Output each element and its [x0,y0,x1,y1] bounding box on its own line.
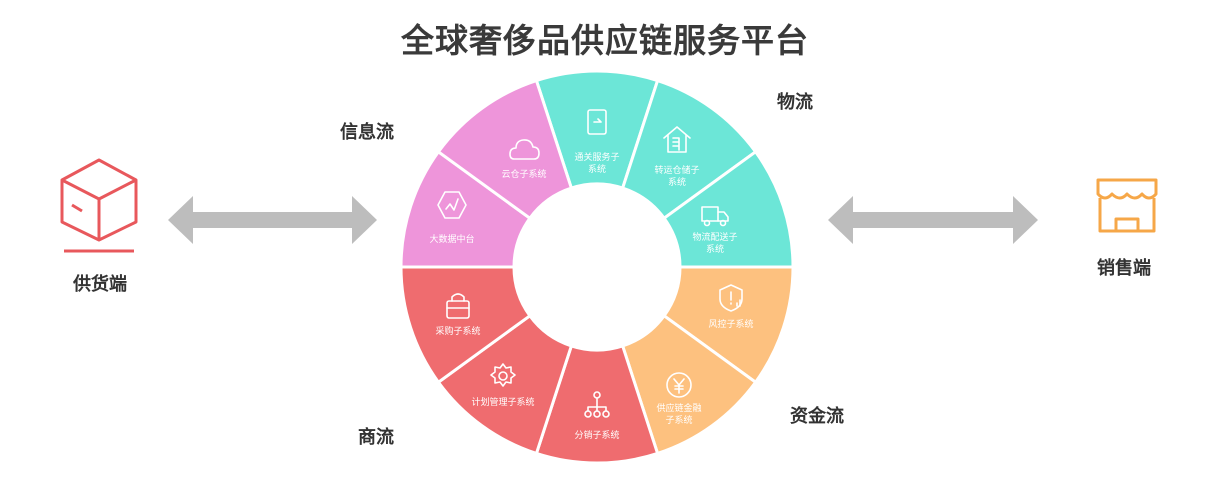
gear-icon [490,363,516,387]
warehouse-icon [663,126,691,153]
segment-label: 分销子系统 [574,429,619,441]
segment-distribution[interactable]: 分销子系统 [534,344,660,465]
flow-label-commerce: 商流 [358,427,394,448]
segment-label: 采购子系统 [435,325,480,337]
segment-label: 系统 [588,163,606,175]
shield-icon [719,284,743,312]
store-icon [1096,178,1158,233]
segment-label: 系统 [668,176,686,188]
segment-label: 计划管理子系统 [471,396,534,408]
segment-shape [436,78,574,221]
hierarchy-icon [584,391,610,418]
segment-cloud-warehouse[interactable]: 云仓子系统 [436,78,574,221]
segment-risk[interactable]: 风控子系统 [662,265,795,385]
seller-label: 销售端 [1097,258,1151,279]
double-arrow-right [828,196,1038,244]
truck-icon [701,206,729,227]
cloud-icon [509,139,540,160]
flow-label-info: 信息流 [340,122,394,143]
yen-icon [666,372,692,398]
bag-icon [446,293,470,319]
flow-label-capital: 资金流 [790,406,844,427]
flow-label-logistics: 物流 [777,92,813,113]
service-ring: 通关服务子系统转运仓储子系统物流配送子系统风控子系统供应链金融子系统分销子系统计… [399,69,795,465]
segment-label: 子系统 [665,414,692,426]
segment-label: 供应链金融 [656,402,701,414]
segment-label: 大数据中台 [429,233,474,245]
segment-label: 云仓子系统 [501,168,546,180]
page-title: 全球奢侈品供应链服务平台 [401,21,809,60]
segment-label: 转运仓储子 [654,164,699,176]
segment-label: 风控子系统 [708,318,753,330]
supplier-label: 供货端 [73,274,127,295]
box-icon [60,158,138,253]
double-arrow-left [168,196,377,244]
segment-label: 通关服务子 [574,151,619,163]
chart-hexagon-icon [437,191,467,219]
segment-label: 物流配送子 [692,231,737,243]
document-icon [587,109,607,135]
segment-label: 系统 [706,243,724,255]
